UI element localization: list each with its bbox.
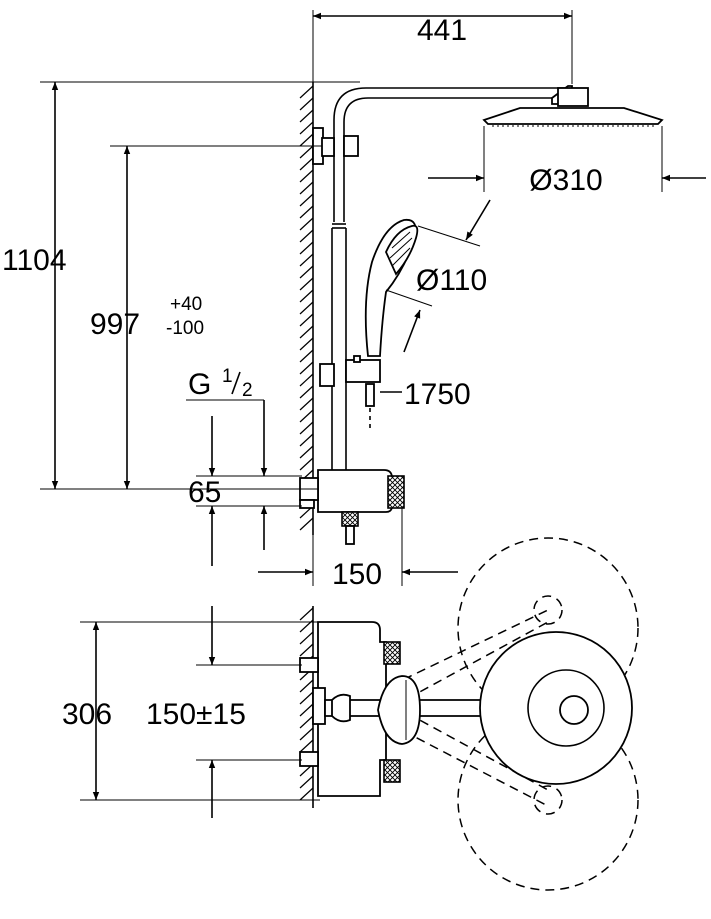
thermostat-mixer (299, 469, 405, 545)
label-mixer-depth: 150 (332, 558, 382, 591)
wall-elevation (299, 82, 314, 535)
label-plan-spacing: 150±15 (146, 698, 246, 731)
label-hand-diameter: Ø110 (416, 264, 487, 297)
label-thread-den: 2 (242, 380, 253, 401)
dimension-lines (40, 10, 706, 586)
plan-view (80, 537, 639, 891)
label-bar-tol-plus: +40 (170, 294, 202, 315)
label-thread-main: G (188, 368, 211, 401)
label-hose-length: 1750 (404, 378, 471, 411)
label-total-height: 1104 (2, 244, 67, 277)
hand-shower (364, 218, 419, 357)
shower-column (299, 85, 664, 545)
label-bar-height: 997 (90, 308, 140, 341)
label-plan-width: 306 (62, 698, 112, 731)
head-shower (482, 107, 664, 125)
dimension-labels: 441 Ø310 1104 997 +40 -100 G 1 2 Ø110 17… (2, 14, 603, 731)
label-head-diameter: Ø310 (529, 164, 602, 197)
label-inlet-spacing: 65 (188, 476, 221, 509)
label-thread-num: 1 (222, 366, 233, 387)
label-arm-reach: 441 (417, 14, 467, 47)
label-bar-tol-minus: -100 (166, 318, 204, 339)
